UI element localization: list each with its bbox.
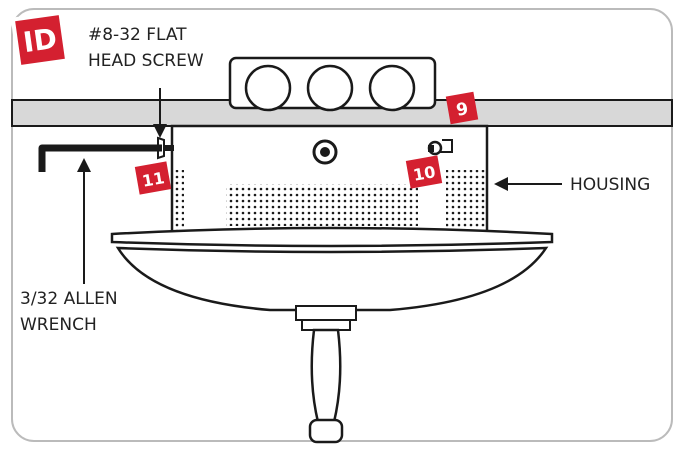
vent-dots [446, 170, 486, 234]
wrench-arrow [77, 158, 91, 284]
housing-arrow [494, 177, 562, 191]
housing-label: HOUSING [570, 175, 650, 195]
id-badge-text: ID [21, 22, 59, 59]
fixture-stem [295, 305, 357, 444]
wrench-label-line1: 3/32 ALLEN [20, 289, 118, 309]
step-badge-10: 10 [405, 155, 443, 189]
id-badge: ID [10, 10, 70, 70]
screw-arrow [153, 88, 167, 138]
vent-dots [226, 184, 418, 226]
step-number: 11 [141, 168, 166, 191]
step-number: 10 [412, 162, 437, 185]
knockout-hole [306, 64, 354, 112]
screw-label-line2: HEAD SCREW [88, 51, 204, 71]
screw-label-line1: #8-32 FLAT [88, 25, 187, 45]
mounting-clip [440, 139, 453, 153]
allen-wrench [38, 144, 162, 172]
step-badge-11: 11 [134, 161, 172, 195]
fixture-bowl [110, 226, 554, 312]
wrench-label-line2: WRENCH [20, 315, 97, 335]
knockout-hole [368, 64, 416, 112]
step-badge-9: 9 [445, 91, 479, 125]
vent-dots [172, 170, 184, 234]
knockout-hole [244, 64, 292, 112]
step-number: 9 [455, 99, 470, 121]
junction-box [228, 56, 437, 112]
